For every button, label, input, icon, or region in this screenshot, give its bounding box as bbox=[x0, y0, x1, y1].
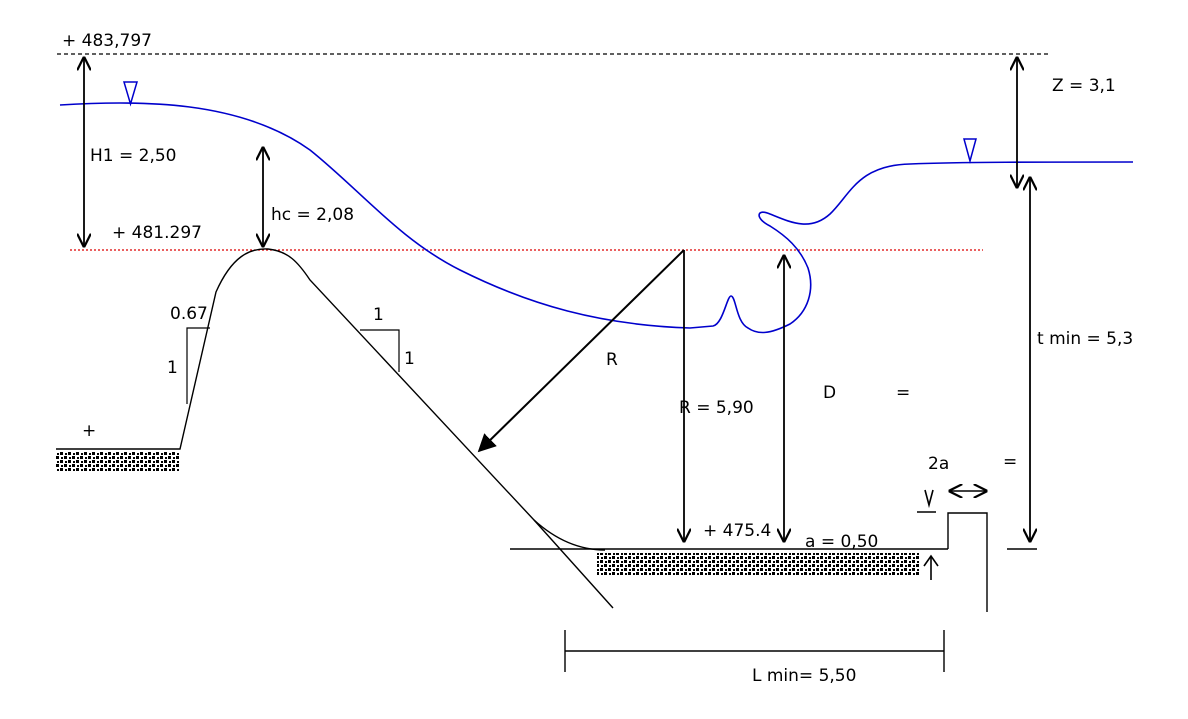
water-level-downstream-icon bbox=[963, 138, 977, 164]
upstream-plus-label: + bbox=[82, 421, 96, 441]
radius-diagonal-arrow bbox=[477, 249, 685, 453]
a-up-arrow-head bbox=[923, 554, 939, 567]
radius-label: R bbox=[606, 350, 618, 370]
elevation-top-label: + 483,797 bbox=[62, 31, 152, 51]
water-surface bbox=[59, 102, 1134, 334]
l-min-label: L min= 5,50 bbox=[752, 666, 856, 686]
t-min-label: t min = 5,3 bbox=[1037, 329, 1133, 349]
end-sill bbox=[947, 512, 988, 612]
d-equals-label: = bbox=[896, 383, 910, 403]
a-down-arrow bbox=[924, 489, 934, 509]
upstream-ground-gravel bbox=[56, 452, 180, 472]
h1-label: H1 = 2,50 bbox=[90, 146, 177, 166]
d-label: D bbox=[823, 383, 836, 403]
two-a-equals-label: = bbox=[1003, 452, 1017, 472]
water-level-upstream-icon bbox=[122, 81, 139, 107]
elevation-basin-label: + 475.4 bbox=[703, 521, 771, 541]
elevation-crest-label: + 481.297 bbox=[112, 223, 202, 243]
slope2-vertical-label: 1 bbox=[404, 349, 415, 369]
slope-vertical-label: 1 bbox=[167, 358, 178, 378]
z-label: Z = 3,1 bbox=[1052, 76, 1116, 96]
slope-extension-line bbox=[533, 519, 614, 609]
hc-label: hc = 2,08 bbox=[271, 205, 354, 225]
slope-horizontal-label: 0.67 bbox=[170, 304, 208, 324]
weir-profile bbox=[56, 248, 606, 551]
two-a-label: 2a bbox=[928, 454, 949, 474]
slope2-horizontal-label: 1 bbox=[373, 305, 384, 325]
upstream-slope-triangle bbox=[186, 327, 210, 404]
downstream-slope-triangle bbox=[360, 329, 400, 372]
basin-gravel bbox=[597, 553, 919, 575]
a-value-label: a = 0,50 bbox=[805, 532, 878, 552]
radius-value-label: R = 5,90 bbox=[679, 398, 754, 418]
